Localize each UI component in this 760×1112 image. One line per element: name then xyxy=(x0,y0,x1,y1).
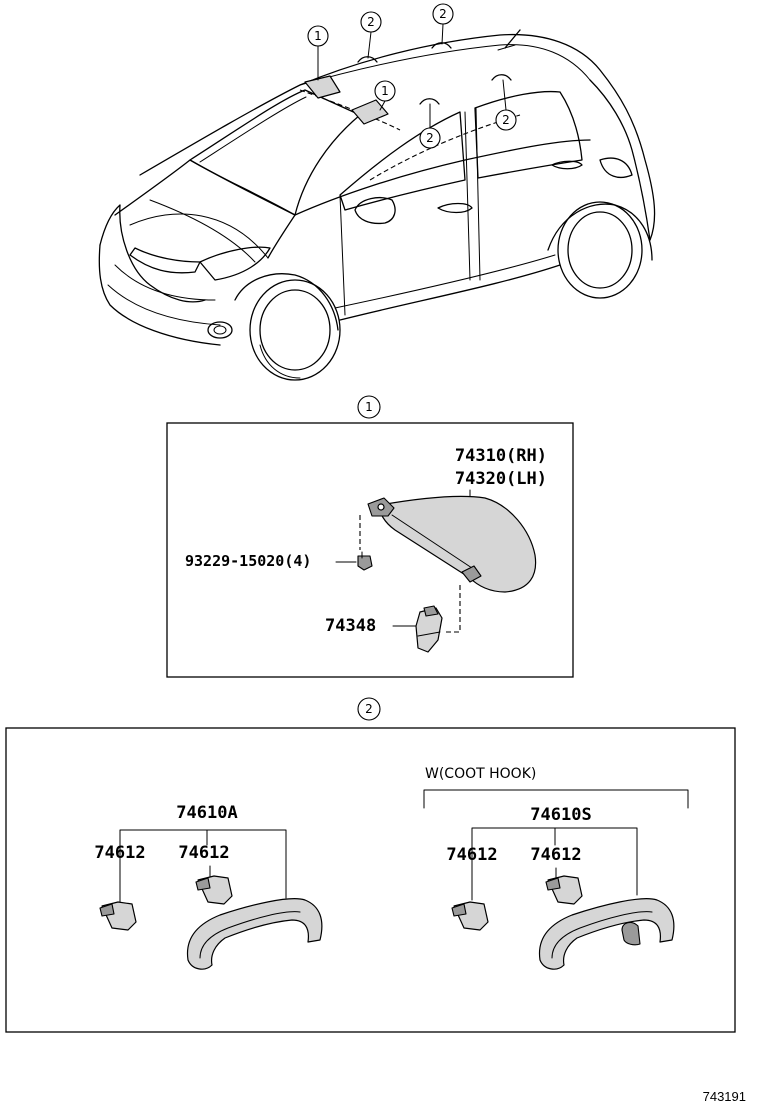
callout-2-grip xyxy=(419,127,441,149)
callout-2-grip xyxy=(360,11,382,33)
section-1-callout-label: 1 xyxy=(365,400,373,414)
diagram-code: 743191 xyxy=(703,1089,746,1104)
vehicle-callouts: 1 2 2 1 2 2 xyxy=(307,3,517,149)
callout-2-grip xyxy=(495,109,517,131)
part-number-cap-a-right: 74612 xyxy=(178,843,229,863)
part-number-grip-s: 74610S xyxy=(530,805,591,825)
callout-label: 2 xyxy=(439,7,447,21)
part-number-visor-rh: 74310(RH) xyxy=(455,446,547,466)
sun-visor-panel xyxy=(379,495,537,593)
assist-grip-a xyxy=(186,898,323,970)
part-number-holder: 74348 xyxy=(325,616,376,636)
callout-label: 1 xyxy=(314,29,322,43)
callout-label: 1 xyxy=(381,84,389,98)
section-2-callout-label: 2 xyxy=(365,702,373,716)
part-number-cap-a-left: 74612 xyxy=(94,843,145,863)
callout-1-visor-left xyxy=(307,25,329,47)
callout-1-visor-right xyxy=(374,80,396,102)
part-number-cap-s-right: 74612 xyxy=(530,845,581,865)
part-number-cap-s-left: 74612 xyxy=(446,845,497,865)
section-2-assist-grip: 2 74610A 74612 74612 W(COOT HOOK) 74610S… xyxy=(5,697,736,1033)
section-1-callout xyxy=(357,395,381,419)
callout-2-grip xyxy=(432,3,454,25)
part-number-grip-a: 74610A xyxy=(176,803,237,823)
section-2-frame xyxy=(5,727,736,1033)
section-2-callout xyxy=(357,697,381,721)
coat-hook-note: W(COOT HOOK) xyxy=(425,766,536,782)
assist-grip-s xyxy=(538,898,675,970)
part-number-visor-lh: 74320(LH) xyxy=(455,469,547,489)
callout-label: 2 xyxy=(502,113,510,127)
part-number-screw: 93229-15020(4) xyxy=(185,552,311,570)
callout-label: 2 xyxy=(426,131,434,145)
section-1-sun-visor: 1 74310(RH) 74320(LH) 93229-15020(4) 743… xyxy=(166,395,574,678)
callout-label: 2 xyxy=(367,15,375,29)
screw-icon xyxy=(357,555,373,571)
visor-holder xyxy=(415,607,443,653)
vehicle-overview xyxy=(98,29,656,381)
coat-hook xyxy=(621,921,641,946)
